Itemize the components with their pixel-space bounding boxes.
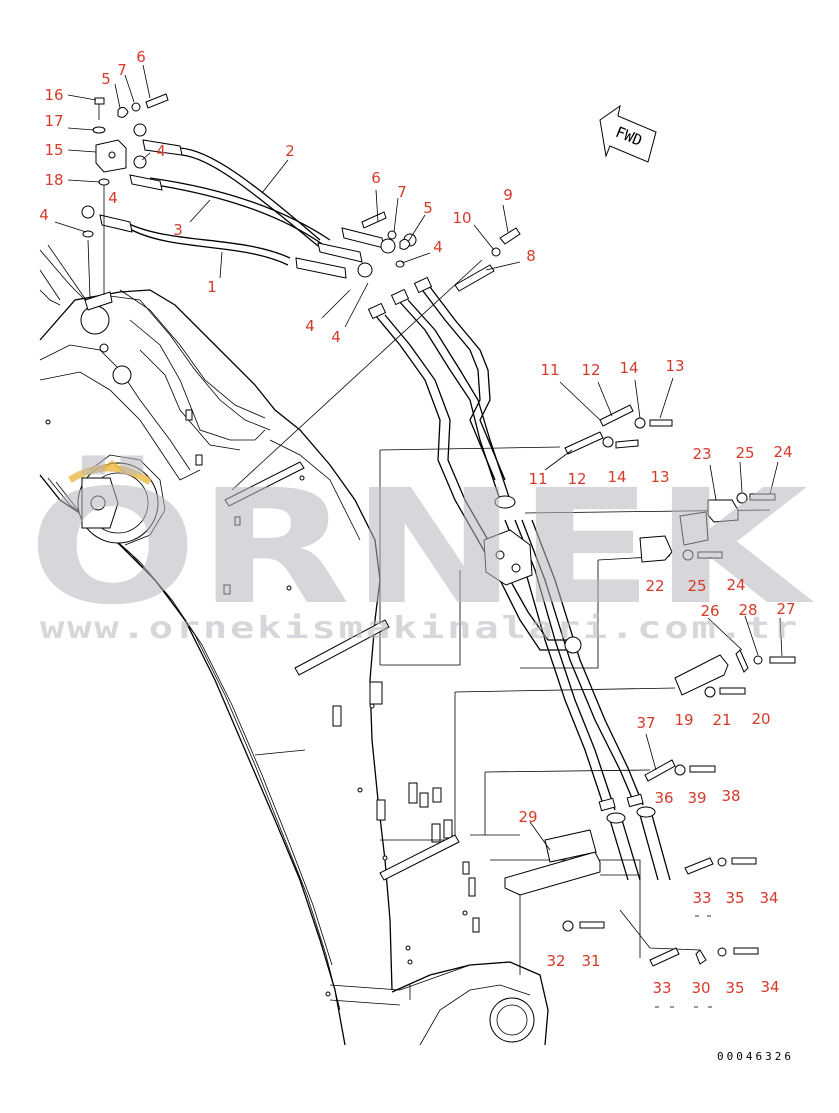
callout-37: 37 [636,714,655,732]
callout-4: 4 [433,238,443,256]
callout-36: 36 [654,789,673,807]
callout-12: 12 [581,361,600,379]
callout-39: 39 [687,789,706,807]
callout-30: 30 [691,979,710,997]
callout-10: 10 [452,209,471,227]
callouts: 16 5 7 6 17 15 4 18 4 4 2 3 1 6 7 5 4 9 … [39,48,795,997]
callout-12: 12 [567,470,586,488]
callout-1: 1 [207,278,217,296]
callout-32: 32 [546,952,565,970]
callout-25: 25 [687,577,706,595]
callout-11: 11 [528,470,547,488]
callout-24: 24 [726,576,745,594]
fwd-arrow-icon [599,104,657,163]
fwd-marker: FWD [599,104,657,163]
hydraulic-pipes [367,276,671,881]
callout-31: 31 [581,952,600,970]
callout-6: 6 [371,169,381,187]
callout-3: 3 [173,221,183,239]
callout-27: 27 [776,600,795,618]
callout-17: 17 [44,112,63,130]
callout-6: 6 [136,48,146,66]
watermark-url: www.ornekismakinalari.com.tr [40,611,800,646]
crescent-logo [68,460,152,485]
callout-35: 35 [725,889,744,907]
callout-23: 23 [692,445,711,463]
callout-34: 34 [760,978,779,996]
callout-13: 13 [650,468,669,486]
callout-38: 38 [721,787,740,805]
callout-20: 20 [751,710,770,728]
callout-18: 18 [44,171,63,189]
callout-4: 4 [108,189,118,207]
arm-structure [39,249,549,1046]
watermark: ÖRNEK www.ornekismakinalari.com.tr [28,454,815,646]
reference-frames [379,446,771,1000]
callout-13: 13 [665,357,684,375]
callout-8: 8 [526,247,536,265]
hoses [81,123,417,279]
small-parts [82,93,796,967]
callout-28: 28 [738,601,757,619]
callout-4: 4 [331,328,341,346]
callout-24: 24 [773,443,792,461]
callout-29: 29 [518,808,537,826]
callout-4: 4 [39,206,49,224]
callout-14: 14 [607,468,626,486]
callout-2: 2 [285,142,295,160]
callout-7: 7 [117,61,127,79]
leader-lines [47,64,783,851]
callout-14: 14 [619,359,638,377]
callout-16: 16 [44,86,63,104]
callout-34: 34 [759,889,778,907]
callout-33: 33 [652,979,671,997]
callout-5: 5 [423,199,433,217]
callout-35: 35 [725,979,744,997]
dash-marks [655,915,712,1008]
callout-4: 4 [305,317,315,335]
callout-22: 22 [645,577,664,595]
watermark-brand: ÖRNEK [28,454,815,640]
callout-9: 9 [503,186,513,204]
callout-26: 26 [700,602,719,620]
callout-7: 7 [397,183,407,201]
callout-5: 5 [101,70,111,88]
figure-number: 00046326 [717,1050,794,1063]
callout-21: 21 [712,711,731,729]
callout-33: 33 [692,889,711,907]
callout-15: 15 [44,141,63,159]
callout-19: 19 [674,711,693,729]
callout-11: 11 [540,361,559,379]
callout-4: 4 [156,142,166,160]
callout-25: 25 [735,444,754,462]
